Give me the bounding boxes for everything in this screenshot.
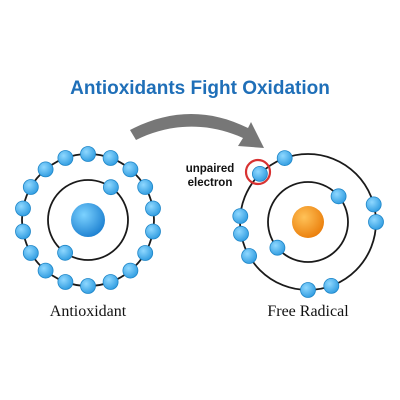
free-radical-outer-electron: [368, 214, 384, 230]
free-radical-outer-electron: [300, 282, 316, 298]
antioxidant-outer-electron: [145, 200, 161, 217]
free-radical-outer-electron: [233, 225, 249, 242]
free-radical-outer-electron: [365, 196, 382, 213]
antioxidant-atom: [15, 146, 161, 294]
callout-line-1: unpaired: [186, 163, 235, 175]
free-radical-label: Free Radical: [267, 303, 349, 320]
antioxidant-outer-electron: [37, 161, 54, 178]
antioxidant-inner-orbit: [47, 179, 129, 261]
antioxidant-outer-electron: [57, 150, 74, 166]
antioxidant-outer-electron: [145, 223, 161, 240]
antioxidant-inner-electron: [103, 179, 119, 196]
free-radical-inner-orbit: [267, 181, 349, 263]
antioxidant-outer-electron: [122, 262, 139, 279]
antioxidant-outer-electron: [22, 179, 39, 195]
antioxidant-outer-electron: [15, 200, 31, 217]
antioxidant-electrons: [15, 146, 161, 294]
antioxidant-outer-electron: [15, 223, 31, 240]
transfer-arrow: [130, 113, 264, 148]
free-radical-outer-electron: [323, 277, 340, 294]
antioxidant-outer-electron: [137, 245, 154, 261]
antioxidant-outer-electron: [22, 245, 39, 261]
unpaired-electron-highlight: [244, 158, 272, 186]
free-radical-atom: [232, 150, 384, 298]
antioxidant-outer-electron: [80, 278, 96, 294]
antioxidant-outer-electron: [102, 274, 119, 290]
antioxidant-outer-electron: [102, 150, 119, 166]
free-radical-outer-electron: [276, 150, 293, 167]
free-radical-electrons: [232, 150, 384, 298]
free-radical-inner-electron: [330, 188, 347, 205]
callout-line-2: electron: [188, 177, 233, 189]
free-radical-nucleus: [292, 206, 324, 238]
free-radical-outer-electron: [241, 248, 258, 264]
diagram-title: Antioxidants Fight Oxidation: [70, 78, 330, 99]
antioxidant-outer-electron: [122, 161, 139, 178]
antioxidant-outer-electron: [137, 179, 154, 195]
antioxidant-outer-electron: [80, 146, 96, 162]
antioxidant-label: Antioxidant: [50, 303, 127, 320]
antioxidant-inner-electron: [57, 244, 73, 261]
free-radical-inner-electron: [269, 239, 286, 256]
free-radical-outer-electron: [232, 208, 249, 225]
antioxidant-outer-electron: [57, 274, 74, 290]
antioxidant-nucleus: [71, 203, 105, 237]
antioxidant-outer-electron: [37, 262, 54, 279]
unpaired-electron: [251, 165, 268, 182]
